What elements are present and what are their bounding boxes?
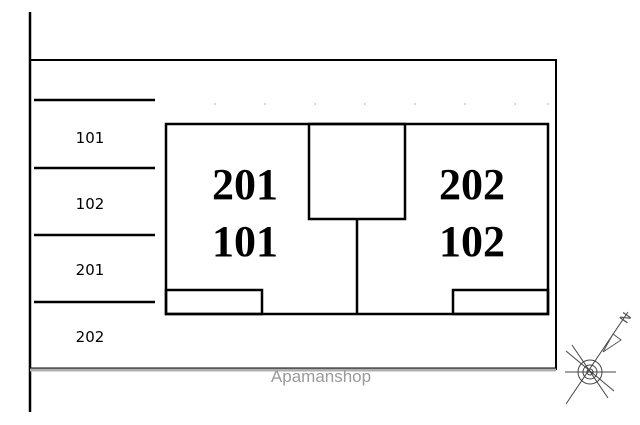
unit-label: 201 — [212, 160, 278, 209]
watermark-text: Apamanshop — [271, 367, 371, 386]
unit-label: 101 — [212, 217, 278, 266]
site-outline — [30, 59, 557, 370]
parking-space-label: 102 — [76, 195, 105, 213]
entrance-right — [451, 288, 550, 316]
parking-space-label: 202 — [76, 328, 105, 346]
compass-icon — [565, 311, 629, 405]
unit-label: 102 — [439, 217, 505, 266]
stair-core — [307, 122, 407, 221]
unit-label: 202 — [439, 160, 505, 209]
dotted-marks — [214, 103, 549, 105]
parking-space-label: 101 — [76, 129, 105, 147]
parking-space-label: 201 — [76, 261, 105, 279]
entrance-left — [164, 288, 264, 316]
